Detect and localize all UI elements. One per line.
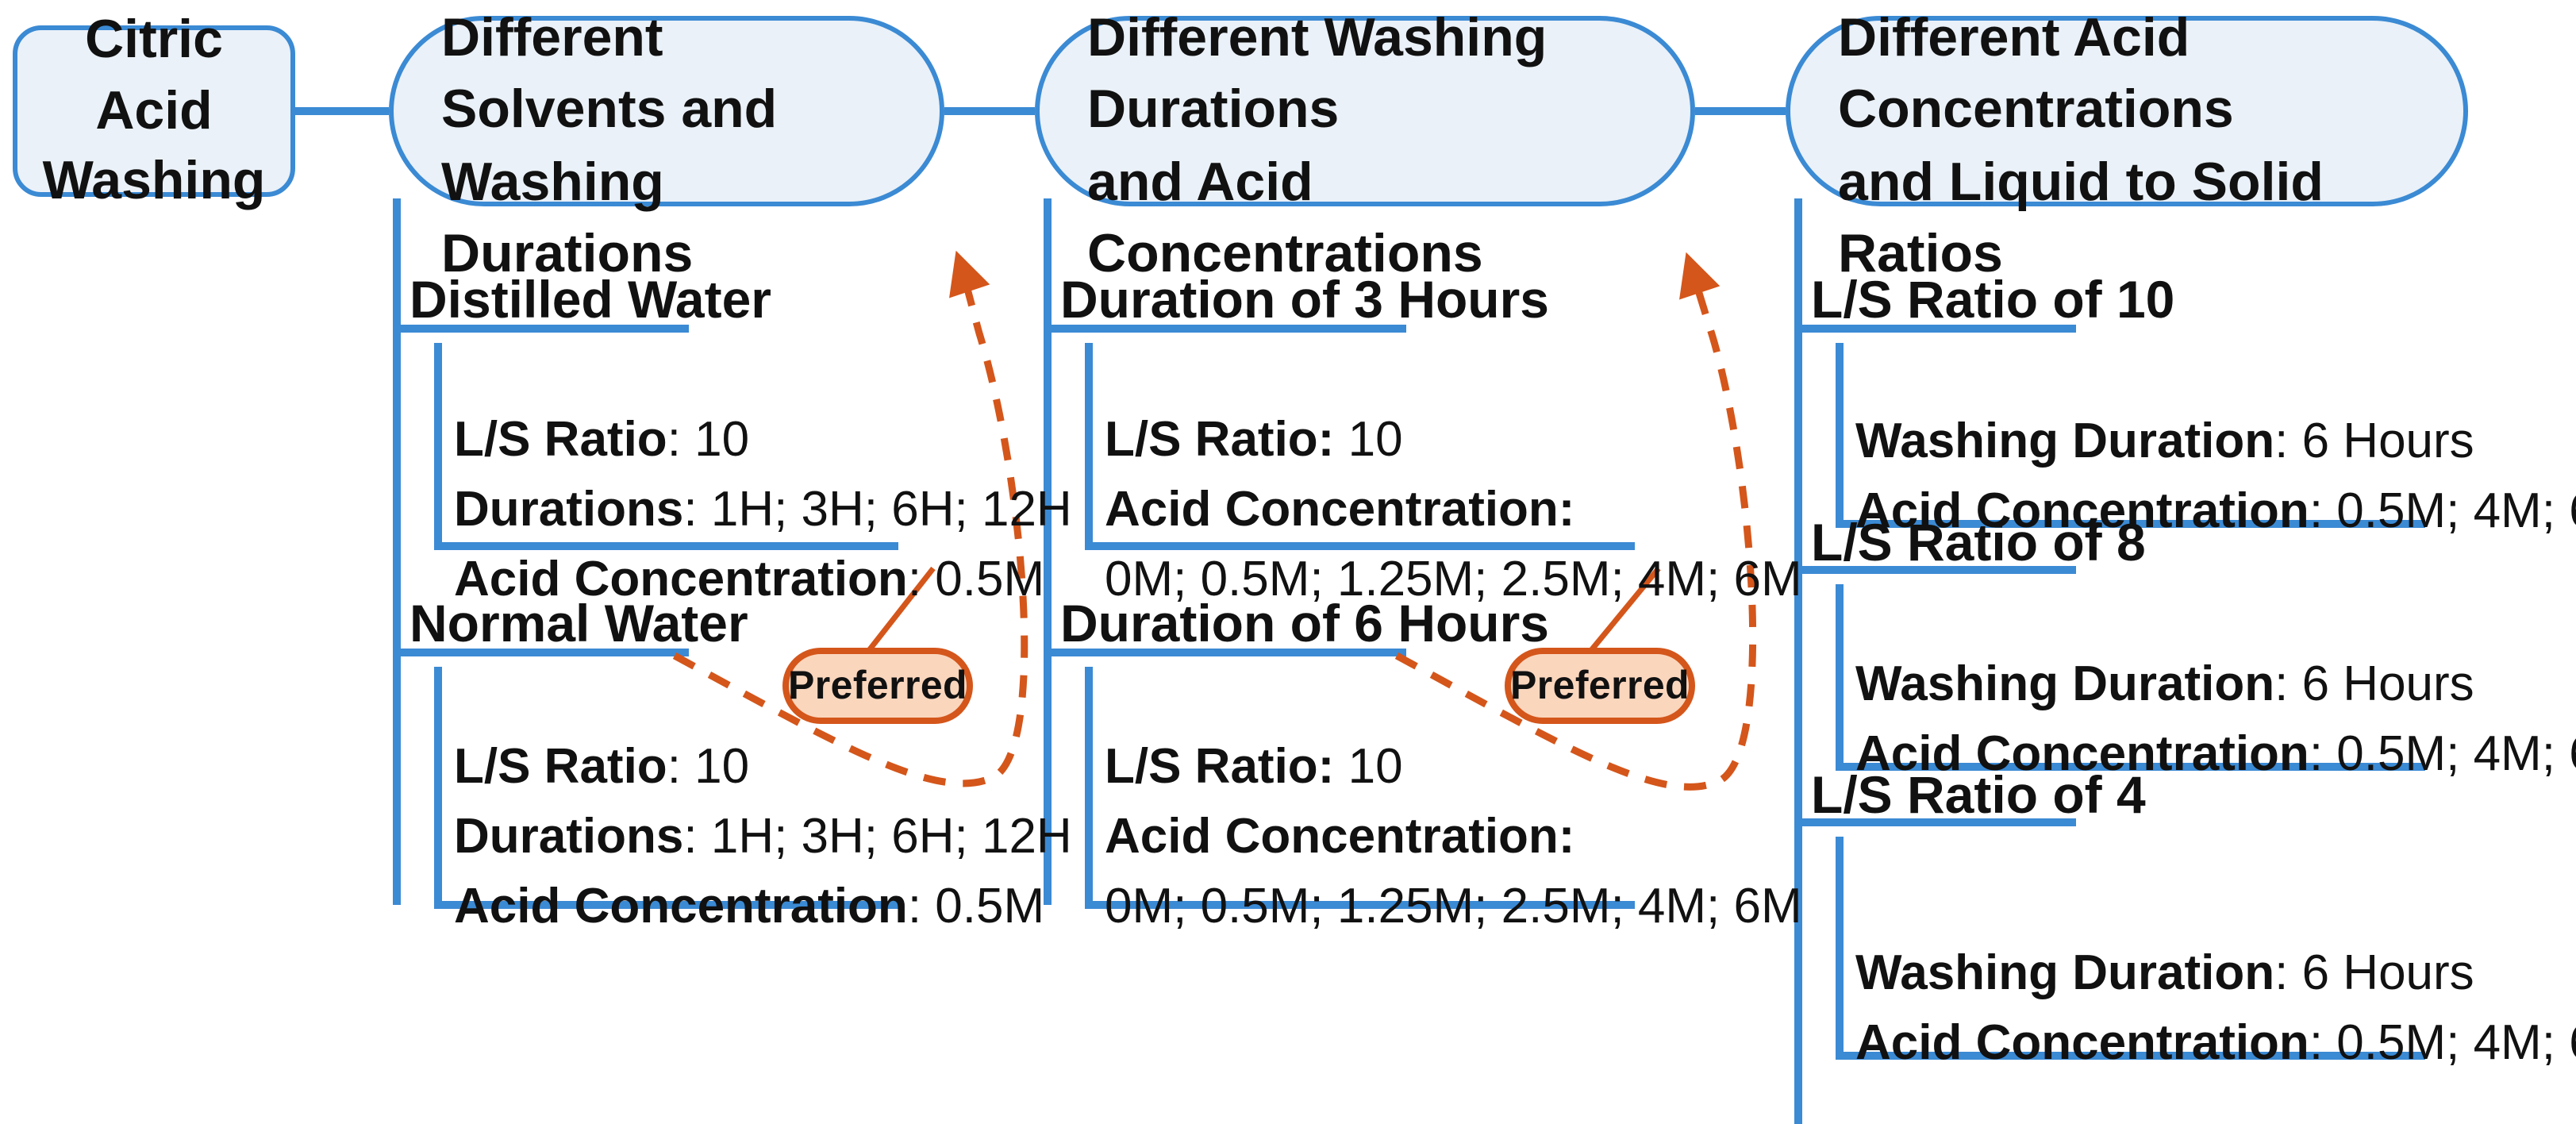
leaf-label: Durations	[454, 481, 684, 537]
leaf-sep: :	[2274, 413, 2302, 468]
root-label-line1: Citric Acid	[85, 9, 223, 141]
leaf-value: 0.5M; 4M; 6M	[2336, 1014, 2576, 1071]
leaf-value: 0M; 0.5M; 1.25M; 2.5M; 4M; 6M	[1105, 878, 1802, 934]
leaf-sep: :	[2309, 1014, 2337, 1071]
leaf-sep: :	[907, 551, 936, 607]
root-label: Citric Acid Washing	[33, 4, 275, 217]
variation-1-title-line2: Different Solvents and	[441, 7, 778, 140]
preferred-badge-2[interactable]: Preferred	[1505, 648, 1695, 724]
node-citric-acid-washing[interactable]: Citric Acid Washing	[13, 9, 295, 212]
variation-2-title-line2: Different Washing Durations	[1087, 7, 1548, 140]
leaf-line: L/S Ratio: 10	[1105, 405, 1802, 475]
node-variation-2[interactable]: Variation II: Different Washing Duration…	[1035, 7, 1695, 285]
subheading-normal-water[interactable]: Normal Water	[409, 594, 748, 652]
leaf-value: 1H; 3H; 6H; 12H	[710, 481, 1072, 537]
leaf-label: Washing Duration	[1855, 945, 2275, 1000]
leaf-line: Acid Concentration: 0.5M	[454, 545, 1072, 614]
leaf-value: 6 Hours	[2301, 413, 2474, 468]
leaf-duration-6-hours: L/S Ratio: 10 Acid Concentration: 0M; 0.…	[1105, 732, 1802, 941]
leaf-sep: :	[683, 808, 711, 864]
leaf-sep: :	[683, 481, 711, 537]
root-label-line2: Washing	[42, 151, 266, 212]
leaf-sep: :	[2309, 483, 2337, 539]
leaf-label: Washing Duration	[1855, 413, 2275, 468]
leaf-value: 10	[1348, 411, 1403, 467]
preferred-badge-1[interactable]: Preferred	[782, 648, 973, 724]
leaf-line: L/S Ratio: 10	[1105, 732, 1802, 802]
leaf-label: Acid Concentration	[454, 878, 908, 934]
variation-1-title: Variation I: Different Solvents and Wash…	[441, 0, 892, 292]
leaf-value: 10	[694, 411, 750, 467]
leaf-label: Acid Concentration:	[1105, 481, 1575, 537]
leaf-sep	[1334, 738, 1348, 794]
leaf-line: Acid Concentration: 0.5M; 4M; 6M	[1855, 1008, 2576, 1078]
leaf-value: 10	[694, 738, 750, 794]
leaf-duration-3-hours: L/S Ratio: 10 Acid Concentration: 0M; 0.…	[1105, 405, 1802, 614]
leaf-line: Durations: 1H; 3H; 6H; 12H	[454, 802, 1072, 872]
node-variation-1[interactable]: Variation I: Different Solvents and Wash…	[389, 7, 944, 285]
leaf-line: Washing Duration: 6 Hours	[1855, 938, 2576, 1008]
leaf-sep: :	[907, 878, 936, 934]
variation-2-title: Variation II: Different Washing Duration…	[1087, 0, 1643, 292]
leaf-line: Acid Concentration:	[1105, 475, 1802, 545]
leaf-ls-ratio-4: Washing Duration: 6 Hours Acid Concentra…	[1855, 938, 2576, 1078]
subheading-duration-6-hours[interactable]: Duration of 6 Hours	[1060, 594, 1550, 652]
leaf-value: 0.5M; 4M; 6M	[2336, 483, 2576, 539]
leaf-label: Durations	[454, 808, 684, 864]
leaf-sep	[1334, 411, 1348, 467]
leaf-value: 10	[1348, 738, 1403, 794]
leaf-label: L/S Ratio	[454, 738, 667, 794]
subheading-ls-ratio-10[interactable]: L/S Ratio of 10	[1811, 270, 2175, 329]
leaf-sep: :	[2274, 945, 2302, 1000]
leaf-label: Washing Duration	[1855, 656, 2275, 711]
leaf-line: 0M; 0.5M; 1.25M; 2.5M; 4M; 6M	[1105, 545, 1802, 614]
leaf-label: Acid Concentration	[1855, 726, 2309, 782]
leaf-label: L/S Ratio:	[1105, 411, 1335, 467]
variation-3-title: Variation III: Different Acid Concentrat…	[1838, 0, 2416, 292]
leaf-label: Acid Concentration	[1855, 1014, 2309, 1071]
leaf-value: 0.5M	[935, 551, 1045, 607]
leaf-line: 0M; 0.5M; 1.25M; 2.5M; 4M; 6M	[1105, 872, 1802, 941]
leaf-sep: :	[2309, 726, 2337, 782]
leaf-value: 6 Hours	[2301, 656, 2474, 711]
variation-2-title-line3: and Acid Concentrations	[1087, 152, 1483, 285]
leaf-label: Acid Concentration	[454, 551, 908, 607]
subheading-duration-3-hours[interactable]: Duration of 3 Hours	[1060, 270, 1550, 329]
leaf-line: Acid Concentration: 0.5M; 4M; 6M	[1855, 476, 2576, 546]
leaf-label: Acid Concentration:	[1105, 808, 1575, 864]
leaf-line: L/S Ratio: 10	[454, 405, 1072, 475]
leaf-distilled-water: L/S Ratio: 10 Durations: 1H; 3H; 6H; 12H…	[454, 405, 1072, 614]
leaf-value: 1H; 3H; 6H; 12H	[710, 808, 1072, 864]
leaf-sep: :	[2274, 656, 2302, 711]
subheading-ls-ratio-8[interactable]: L/S Ratio of 8	[1811, 513, 2146, 572]
leaf-ls-ratio-10: Washing Duration: 6 Hours Acid Concentra…	[1855, 406, 2576, 546]
leaf-value: 0.5M	[935, 878, 1045, 934]
leaf-line: Washing Duration: 6 Hours	[1855, 649, 2576, 719]
leaf-value: 0.5M; 4M; 6M	[2336, 726, 2576, 782]
leaf-normal-water: L/S Ratio: 10 Durations: 1H; 3H; 6H; 12H…	[454, 732, 1072, 941]
leaf-label: Acid Concentration	[1855, 483, 2309, 539]
leaf-line: L/S Ratio: 10	[454, 732, 1072, 802]
leaf-sep: :	[667, 738, 695, 794]
variation-3-title-line2: Different Acid Concentrations	[1838, 7, 2234, 140]
leaf-sep: :	[667, 411, 695, 467]
leaf-line: Washing Duration: 6 Hours	[1855, 406, 2576, 476]
subheading-ls-ratio-4[interactable]: L/S Ratio of 4	[1811, 765, 2146, 824]
leaf-label: L/S Ratio	[454, 411, 667, 467]
node-variation-3[interactable]: Variation III: Different Acid Concentrat…	[1786, 7, 2468, 285]
leaf-value: 6 Hours	[2301, 945, 2474, 1000]
leaf-ls-ratio-8: Washing Duration: 6 Hours Acid Concentra…	[1855, 649, 2576, 789]
variation-3-title-line3: and Liquid to Solid Ratios	[1838, 152, 2324, 285]
variation-1-title-line3: Washing Durations	[441, 152, 694, 285]
leaf-label: L/S Ratio:	[1105, 738, 1335, 794]
leaf-line: Acid Concentration:	[1105, 802, 1802, 872]
subheading-distilled-water[interactable]: Distilled Water	[409, 270, 771, 329]
leaf-line: Acid Concentration: 0.5M	[454, 872, 1072, 941]
leaf-line: Durations: 1H; 3H; 6H; 12H	[454, 475, 1072, 545]
leaf-line: Acid Concentration: 0.5M; 4M; 6M	[1855, 719, 2576, 789]
leaf-value: 0M; 0.5M; 1.25M; 2.5M; 4M; 6M	[1105, 551, 1802, 607]
